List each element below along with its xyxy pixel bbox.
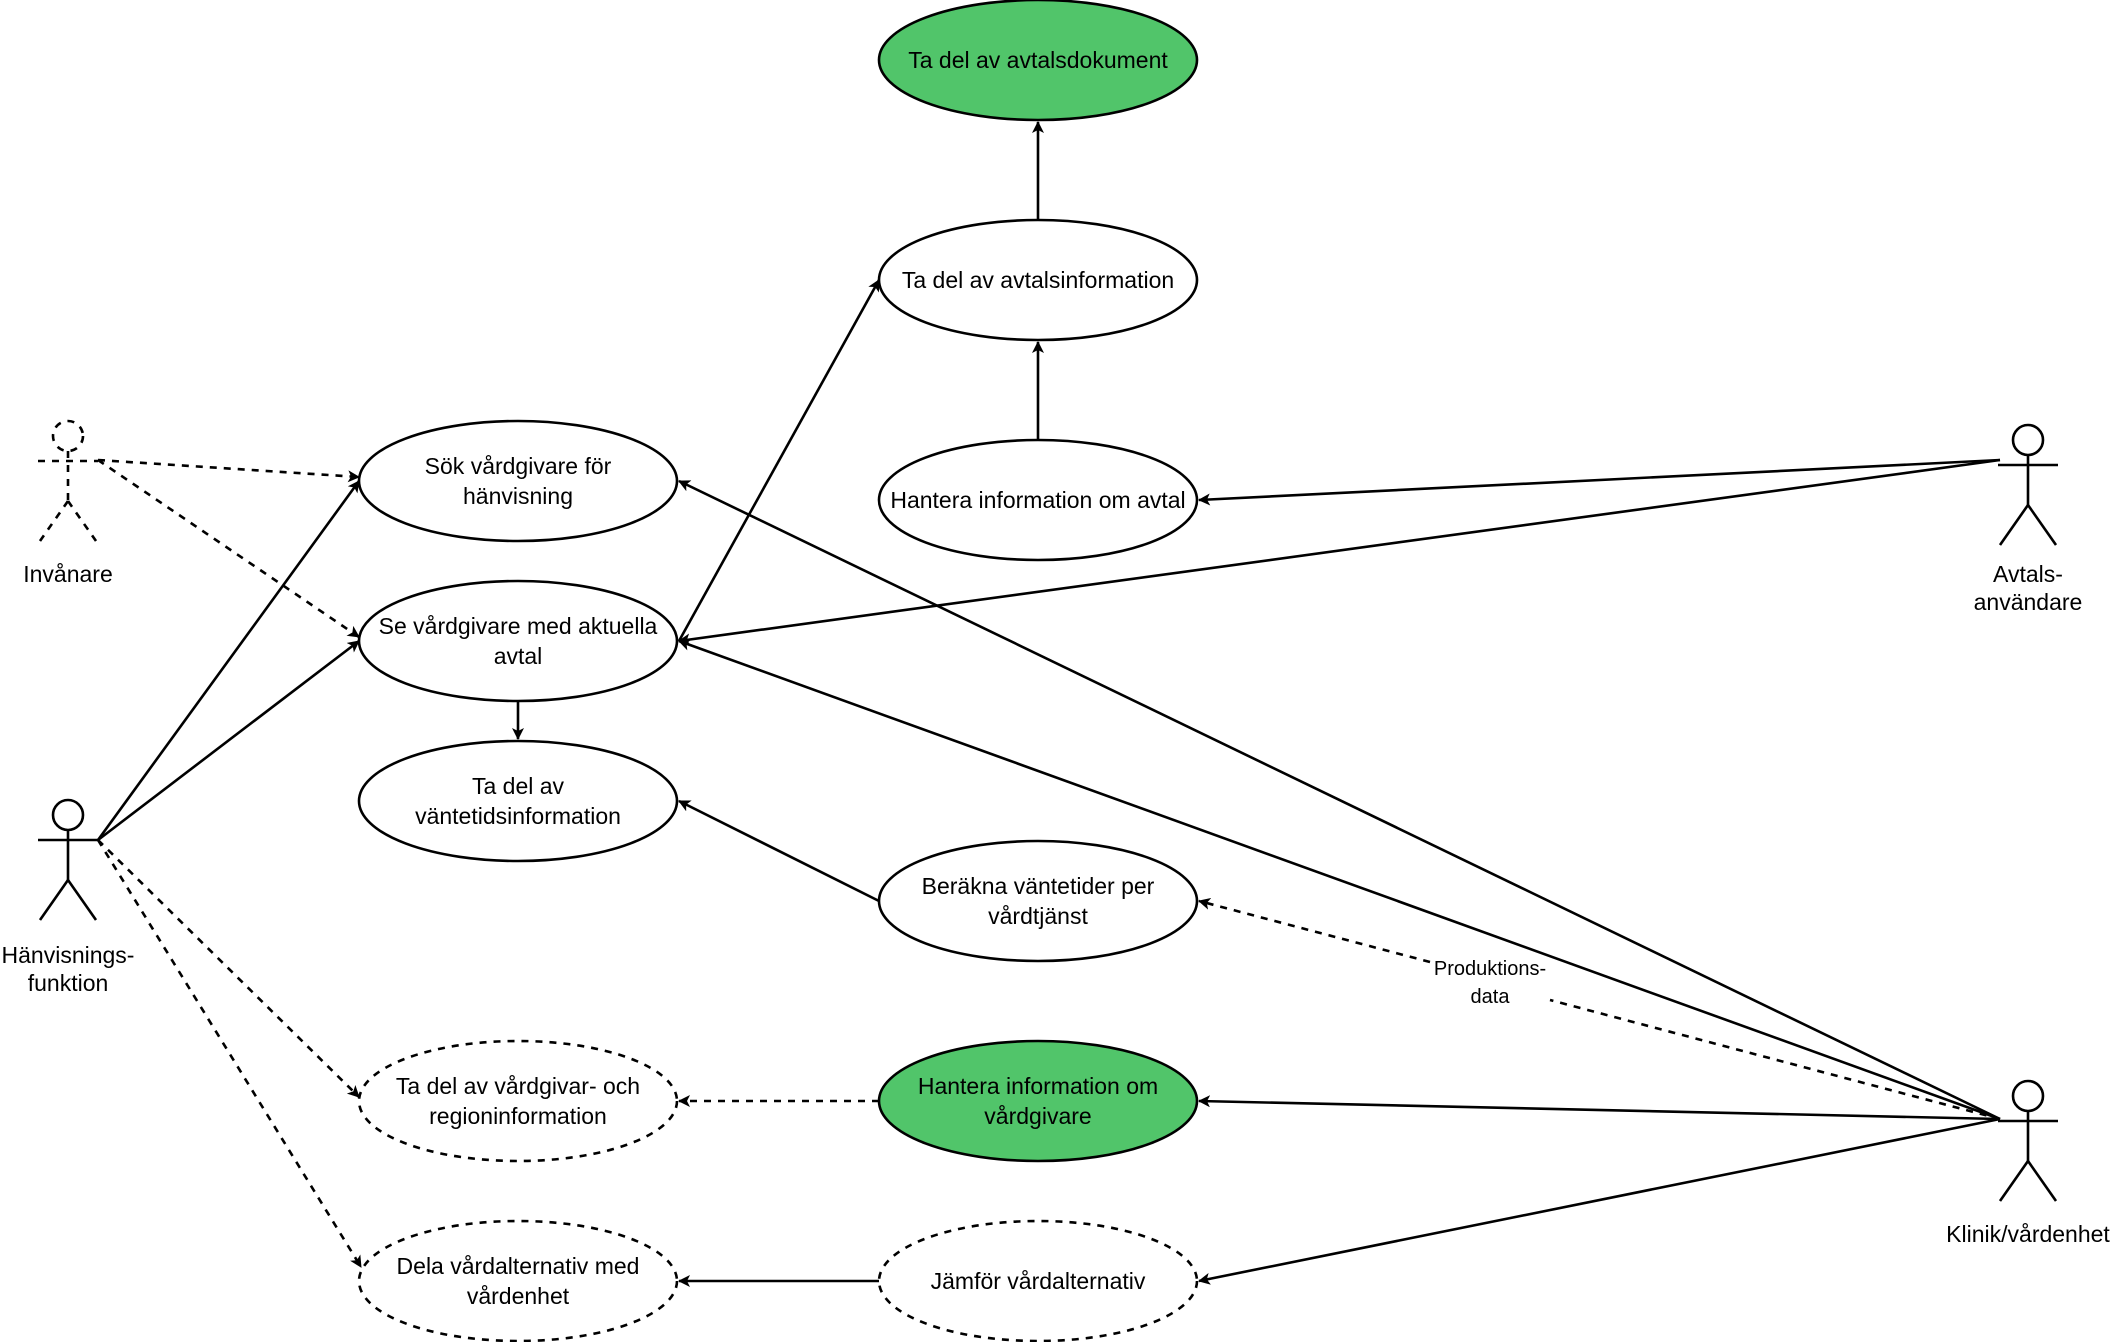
actor-avtal[interactable]: Avtals-användare [1974,423,2083,615]
edge-avtal-to-se-avtal [678,458,2001,646]
actor-label: Avtals- [1993,561,2063,587]
edge-hanvisning-to-region [97,839,360,1098]
stick-figure-icon [38,798,98,921]
edge-klinik-to-hantera-vardgivare [1198,1095,2001,1121]
actor-label: Invånare [23,561,113,587]
edge-label-text: data [1471,986,1511,1008]
actor-label: Hänvisnings- [2,942,135,968]
actor-label: användare [1974,589,2083,615]
edge-klinik-to-berakna [1199,901,2001,1121]
use-case-hantera-avtal[interactable]: Hantera information om avtal [877,438,1199,562]
use-case-se-avtal[interactable]: Se vårdgivare med aktuella avtal [357,579,679,703]
use-case-label: vårdtjänst [988,903,1088,929]
use-case-label: Ta del av avtalsinformation [902,267,1174,293]
use-case-label: hänvisning [463,483,573,509]
use-case-label: Sök vårdgivare för [425,453,612,479]
use-case-sok[interactable]: Sök vårdgivare för hänvisning [357,419,679,543]
use-case-hantera-vardgivare[interactable]: Hantera information om vårdgivare [877,1039,1199,1163]
use-case-label: Ta del av vårdgivar- och [396,1073,640,1099]
edge-klinik-to-se-avtal [678,639,2001,1121]
stick-figure-icon [1998,423,2058,546]
use-case-shape [357,579,679,703]
use-case-shape [877,1219,1199,1342]
use-case-label: Se vårdgivare med aktuella [379,613,658,639]
use-case-label: vårdenhet [467,1283,570,1309]
use-case-shape [357,419,679,543]
use-case-shape [357,1219,679,1342]
use-case-vantetid[interactable]: Ta del av väntetidsinformation [357,739,679,863]
use-case-label: Ta del av avtalsdokument [908,47,1168,73]
use-case-dela[interactable]: Dela vårdalternativ med vårdenhet [357,1219,679,1342]
edge-hanvisning-to-sok [96,480,361,841]
use-case-shape [877,839,1199,963]
use-case-shape [357,1039,679,1163]
use-case-label: Jämför vårdalternativ [931,1268,1146,1294]
edge-label-text: Produktions- [1434,958,1546,980]
use-case-avtalsinformation[interactable]: Ta del av avtalsinformation [877,218,1199,342]
use-case-shape [877,438,1199,562]
edge-avtal-to-hantera-avtal [1198,458,2001,506]
edge-hanvisning-to-dela [96,839,363,1268]
use-case-shape [877,0,1199,122]
use-case-label: Beräkna väntetider per [922,873,1155,899]
use-case-shape [357,739,679,863]
edge-labels-layer: Produktions-data [1434,958,1546,1008]
use-case-berakna[interactable]: Beräkna väntetider per vårdtjänst [877,839,1199,963]
edge-klinik-to-sok [678,479,2001,1121]
use-case-label: avtal [494,643,543,669]
use-case-shape [877,1039,1199,1163]
stick-figure-icon [1998,1079,2058,1202]
use-case-shape [877,218,1199,342]
stick-figure-icon [38,419,98,542]
use-case-jamfor[interactable]: Jämför vårdalternativ [877,1219,1199,1342]
edge-berakna-to-vantetid [678,799,880,903]
edge-hanvisning-to-se-avtal [97,639,360,842]
edge-klinik-to-jamfor [1198,1117,2001,1285]
edge-invanare-to-sok [97,458,360,483]
use-cases-layer: Ta del av avtalsdokument Ta del av avtals… [357,0,1199,1342]
edges-layer [96,121,2001,1287]
edge-invanare-to-se-avtal [97,458,360,639]
actor-hanvisning[interactable]: Hänvisnings-funktion [2,798,135,996]
use-case-label: regioninformation [429,1103,607,1129]
use-case-region[interactable]: Ta del av vårdgivar- och regioninformatio… [357,1039,679,1163]
actor-label: funktion [28,970,109,996]
use-case-label: Ta del av [472,773,565,799]
use-case-label: väntetidsinformation [415,803,621,829]
actor-label: Klinik/vårdenhet [1946,1221,2110,1247]
edge-se-avtal-to-avtalsinfo [677,279,881,642]
actor-invanare[interactable]: Invånare [23,419,113,587]
use-case-label: vårdgivare [984,1103,1091,1129]
use-case-avtalsdokument[interactable]: Ta del av avtalsdokument [877,0,1199,122]
use-case-label: Dela vårdalternativ med [397,1253,640,1279]
edge-label-produktionsdata: Produktions-data [1434,958,1546,1008]
use-case-label: Hantera information om avtal [890,487,1185,513]
actor-klinik[interactable]: Klinik/vårdenhet [1946,1079,2110,1247]
use-case-label: Hantera information om [918,1073,1158,1099]
